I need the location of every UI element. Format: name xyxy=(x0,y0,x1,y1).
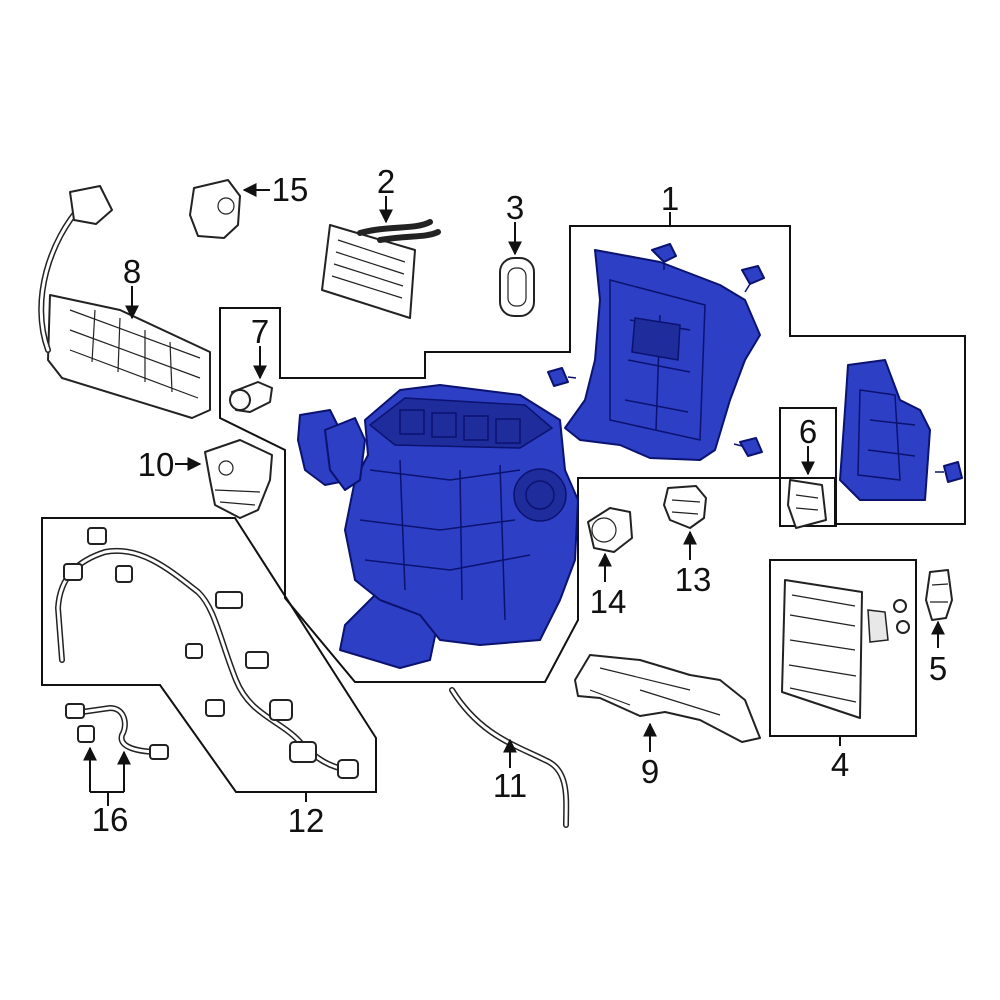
filter-housing-part[interactable] xyxy=(38,185,211,419)
callout-7[interactable]: 7 xyxy=(251,313,269,350)
callout-labels: 1 2 3 4 5 6 7 8 9 10 11 12 13 14 15 16 xyxy=(92,163,948,839)
leader-lines xyxy=(83,183,945,806)
grommet-part[interactable] xyxy=(499,257,535,317)
callout-2[interactable]: 2 xyxy=(377,163,395,200)
callout-12[interactable]: 12 xyxy=(288,802,325,839)
heater-core-part[interactable] xyxy=(321,219,441,319)
wire-pigtail-part[interactable] xyxy=(65,703,169,760)
callout-13[interactable]: 13 xyxy=(675,561,712,598)
hvac-case-part[interactable] xyxy=(297,243,963,669)
callout-3[interactable]: 3 xyxy=(506,189,524,226)
callout-10[interactable]: 10 xyxy=(138,446,175,483)
callout-5[interactable]: 5 xyxy=(929,650,947,687)
expansion-valve-part[interactable] xyxy=(925,569,953,621)
drain-hose-part[interactable] xyxy=(449,687,570,828)
assembly-boundary-resistor xyxy=(779,407,837,527)
callout-16[interactable]: 16 xyxy=(92,801,129,838)
control-valve-part[interactable] xyxy=(189,179,241,239)
wire-harness-part[interactable] xyxy=(54,527,359,779)
callout-15[interactable]: 15 xyxy=(272,171,309,208)
callout-4[interactable]: 4 xyxy=(831,746,849,783)
actuator-part-13[interactable] xyxy=(663,485,707,529)
actuator-part-10[interactable] xyxy=(204,439,273,519)
callout-1[interactable]: 1 xyxy=(661,180,679,217)
assembly-boundary-main xyxy=(219,225,966,683)
blower-motor-part[interactable] xyxy=(587,507,633,553)
callout-11[interactable]: 11 xyxy=(493,767,527,804)
duct-part[interactable] xyxy=(574,654,761,743)
evaporator-part[interactable] xyxy=(781,579,910,719)
sensor-part[interactable] xyxy=(229,381,273,413)
assembly-boundary-evaporator xyxy=(769,559,917,737)
callout-6[interactable]: 6 xyxy=(799,413,817,450)
callout-8[interactable]: 8 xyxy=(123,253,141,290)
callout-9[interactable]: 9 xyxy=(641,753,659,790)
resistor-part[interactable] xyxy=(787,479,827,529)
callout-14[interactable]: 14 xyxy=(590,583,627,620)
